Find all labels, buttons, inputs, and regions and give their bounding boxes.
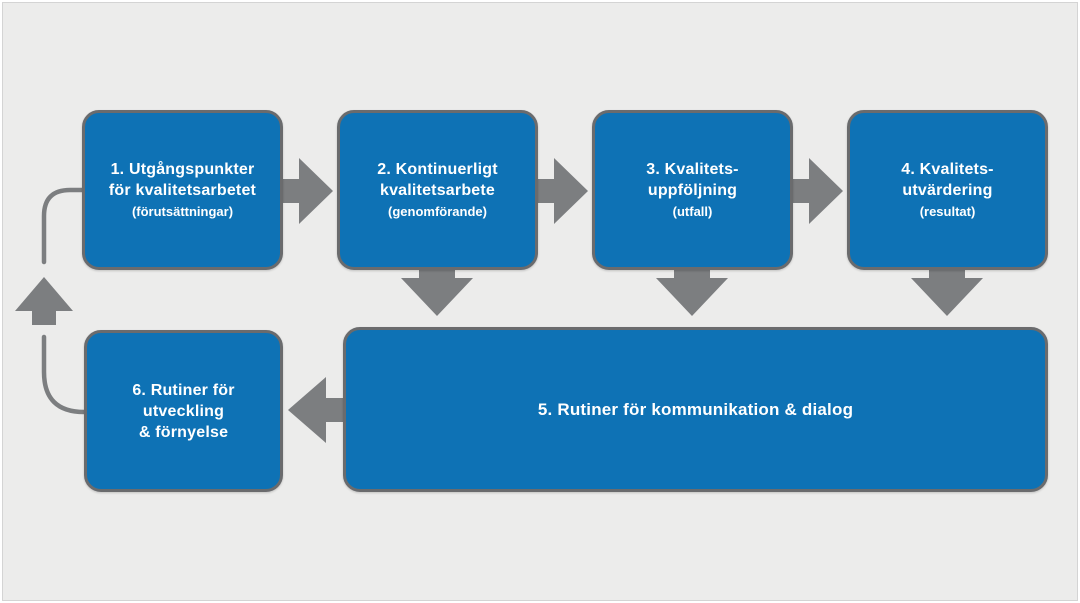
- arrow-right-icon: [789, 158, 843, 224]
- step-4-note: (resultat): [919, 204, 976, 219]
- step-3-title-line: uppföljning: [647, 182, 738, 199]
- step-4-title-line: 4. Kvalitets-: [901, 161, 994, 178]
- arrow-down-icon: [401, 266, 473, 316]
- step-1-note: (förutsättningar): [131, 204, 234, 219]
- step-2-title-line: 2. Kontinuerligt: [377, 161, 498, 178]
- step-box-4: 4. Kvalitets- utvärdering (resultat): [847, 110, 1048, 270]
- step-2-note: (genomförande): [388, 204, 487, 219]
- step-1-title-line: för kvalitetsarbetet: [108, 182, 257, 199]
- step-3-title-line: 3. Kvalitets-: [646, 161, 739, 178]
- step-4-title-line: utvärdering: [902, 182, 993, 199]
- arrow-down-icon: [656, 266, 728, 316]
- step-2-title-line: kvalitetsarbete: [379, 182, 496, 199]
- step-box-2: 2. Kontinuerligt kvalitetsarbete (genomf…: [337, 110, 538, 270]
- arrow-right-icon: [534, 158, 588, 224]
- step-box-5: 5. Rutiner för kommunikation & dialog: [343, 327, 1048, 492]
- arrow-up-icon: [15, 277, 73, 325]
- arrow-right-icon: [279, 158, 333, 224]
- step-5-title-line: 5. Rutiner för kommunikation & dialog: [537, 399, 854, 419]
- arrow-left-icon: [288, 377, 346, 443]
- step-6-title-line: 6. Rutiner för: [132, 381, 235, 399]
- arrow-down-icon: [911, 266, 983, 316]
- loop-line-bottom: [41, 334, 87, 415]
- step-6-title-line: & förnyelse: [138, 423, 229, 441]
- step-3-note: (utfall): [672, 204, 713, 219]
- loop-line-top: [41, 187, 88, 265]
- step-box-1: 1. Utgångspunkter för kvalitetsarbetet (…: [82, 110, 283, 270]
- step-box-3: 3. Kvalitets- uppföljning (utfall): [592, 110, 793, 270]
- step-6-title-line: utveckling: [142, 402, 225, 420]
- step-1-title-line: 1. Utgångspunkter: [110, 161, 255, 178]
- step-box-6: 6. Rutiner för utveckling & förnyelse: [84, 330, 283, 492]
